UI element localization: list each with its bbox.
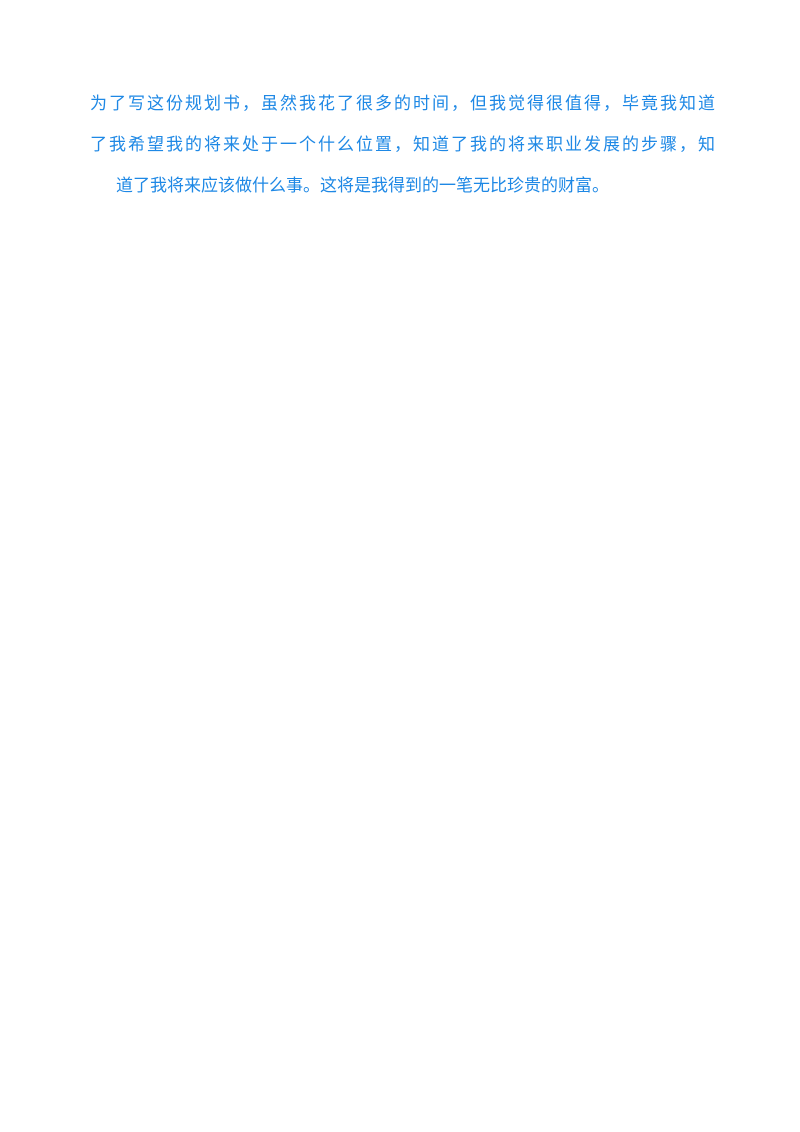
paragraph-line-2: 了我希望我的将来处于一个什么位置，知道了我的将来职业发展的步骤，知 xyxy=(90,135,715,155)
paragraph-line-1: 为了写这份规划书，虽然我花了很多的时间，但我觉得很值得，毕竟我知道 xyxy=(90,94,715,114)
paragraph-line-3: 道了我将来应该做什么事。这将是我得到的一笔无比珍贵的财富。 xyxy=(116,176,609,196)
closing-paragraph: 为了写这份规划书，虽然我花了很多的时间，但我觉得很值得，毕竟我知道 了我希望我的… xyxy=(90,84,715,207)
